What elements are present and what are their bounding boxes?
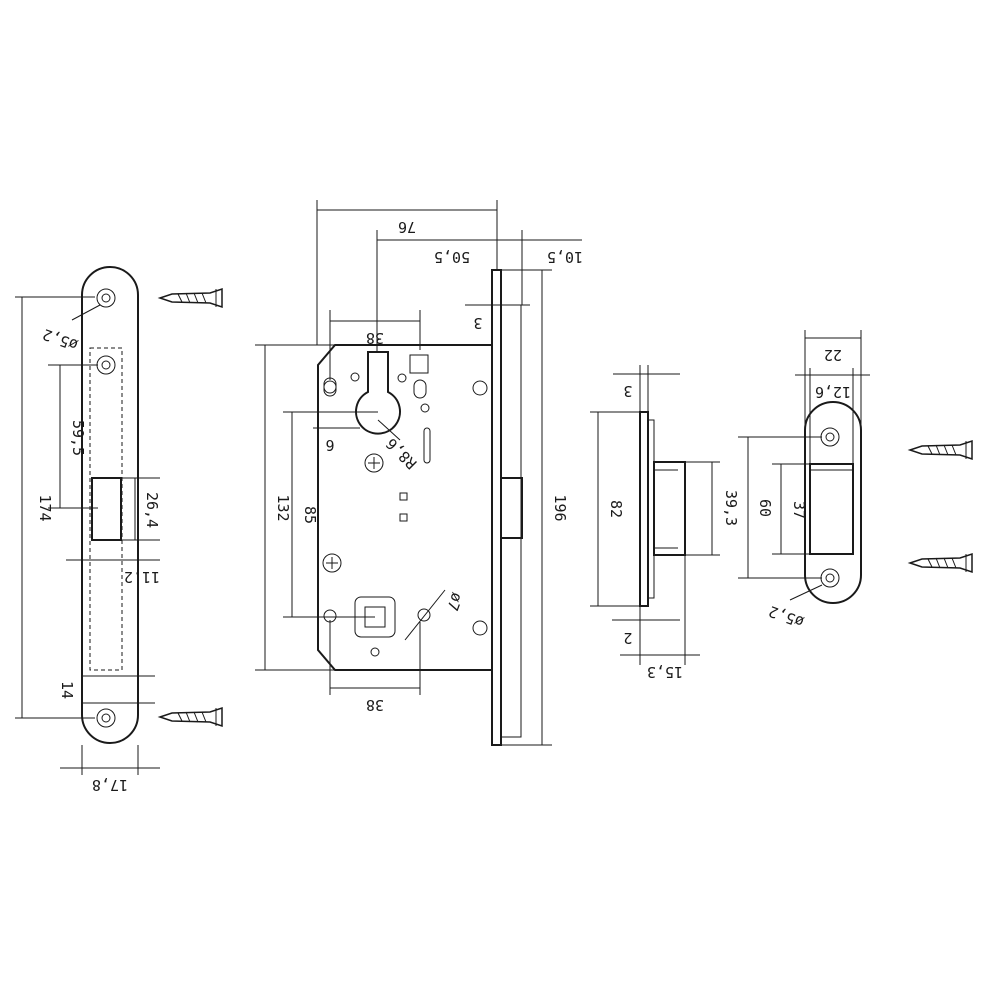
dim-cylinder-spacing-top: 38 [366,329,384,347]
dim-total-height: 174 [36,494,54,521]
dim-strike-slot: 37 [790,501,808,519]
screw-icon-right-top [907,439,973,461]
screw-head-icon-upper [364,453,384,473]
dim-flange: 2 [623,629,632,647]
dim-bottom-margin: 14 [58,681,76,699]
dim-faceplate-offset: 10,5 [547,248,583,266]
dim-width: 17,8 [92,776,128,794]
dim-hole-spacing: 59,5 [69,420,87,456]
dim-strike-width: 22 [824,346,842,364]
screw-icon-right-bottom [907,552,973,574]
dim-body-height: 132 [274,494,292,521]
dim-faceplate-height: 196 [551,494,569,521]
dim-latch-slot: 26,4 [143,492,161,528]
dim-strike-inner-width: 12,6 [815,383,851,401]
dim-keep-depth: 15,3 [647,663,683,681]
dim-screw-hole: ø5,2 [40,325,80,354]
dim-backset: 50,5 [434,248,470,266]
dim-overall-width: 76 [398,218,416,236]
dim-cylinder-spacing-bottom: 38 [366,696,384,714]
lock-body-dimensions: 76 50,5 10,5 38 3 6 R8,6 132 85 ø7 38 [255,200,583,746]
screw-icon-left-bottom [157,706,223,728]
latch-keep-dimensions: 3 82 39,3 2 15,3 [590,365,740,681]
dim-offset: 11,2 [124,568,160,586]
dim-small-offset: 6 [325,436,334,454]
screw-icon-left-top [157,287,223,309]
dim-strike-screw-hole: ø5,2 [766,602,806,631]
dim-strike-hole-spacing: 60 [756,499,774,517]
dim-keep-height: 82 [607,500,625,518]
dim-center-distance: 85 [301,506,319,524]
dim-pocket-height: 39,3 [722,490,740,526]
dim-spindle-diameter: ø7 [443,590,466,613]
long-strike-plate [81,266,139,744]
screw-head-icon-lower [322,553,342,573]
latch-keep [639,411,686,607]
dim-keep-thickness: 3 [623,382,632,400]
short-strike-plate [804,401,862,604]
dim-faceplate-thickness: 3 [473,314,482,332]
dim-cylinder-radius: R8,6 [382,434,420,472]
long-strike-dimensions: 174 59,5 26,4 11,2 14 17,8 ø5,2 [15,296,161,794]
